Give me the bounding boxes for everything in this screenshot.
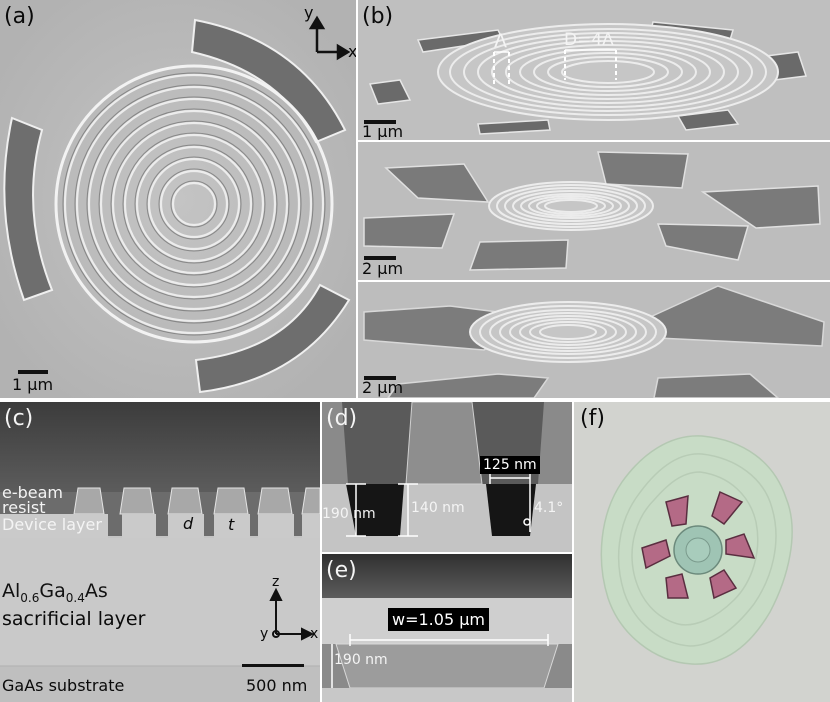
panel-d-sem-image (322, 402, 572, 552)
pads (641, 490, 756, 600)
panel-label: (b) (362, 4, 394, 29)
axis-label-y: y (260, 626, 269, 642)
panel-b-top-sem-image (358, 0, 830, 140)
panel-c: (c) e-beam resist Device layer d t Al0.6… (0, 402, 320, 702)
formula-sub1: 0.6 (20, 590, 40, 605)
panel-f: (f) (574, 402, 830, 702)
scale-bar-label: 1 μm (362, 122, 404, 140)
scale-bar-label: 2 μm (362, 378, 404, 397)
period-label: Λ (494, 30, 507, 52)
scale-bar-label: 500 nm (246, 676, 308, 695)
device-layer-label: Device layer (2, 515, 102, 534)
panel-c-sem-image (0, 402, 320, 702)
panel-label: (a) (4, 4, 35, 29)
t-symbol: t (228, 515, 235, 534)
panel-e: (e) w=1.05 μm 190 nm (322, 554, 572, 702)
axis-arrows (308, 15, 351, 61)
scale-bar (18, 370, 48, 374)
panel-f-optical-image (574, 402, 830, 702)
sacrificial-layer-formula: Al0.6Ga0.4As (2, 580, 108, 605)
diameter-label: D=4Λ (564, 30, 614, 50)
resist-depth-label: 140 nm (411, 500, 465, 516)
circular-grating (54, 64, 334, 344)
axis-label-y: y (304, 3, 314, 22)
panel-b-bottom-sem-image (358, 282, 830, 398)
trench-width-label: 125 nm (480, 456, 540, 474)
formula-ga: Ga (39, 580, 66, 602)
panel-b-top: (b) Λ D=4Λ 1 μm (358, 0, 830, 140)
trench-depth-label: 190 nm (322, 506, 376, 522)
sidewall-angle-label: 4.1° (534, 500, 564, 516)
panel-label: (d) (326, 406, 358, 431)
panel-b-bottom: 2 μm (358, 282, 830, 398)
scale-bar-label: 1 μm (12, 375, 54, 394)
axis-label-x: x (310, 626, 319, 642)
panel-a: (a) y x 1 μm (0, 0, 356, 398)
formula-al: Al (2, 580, 21, 602)
resist-label-line2: resist (2, 498, 46, 517)
d-symbol: d (183, 514, 194, 533)
panel-b-middle: 2 μm (358, 142, 830, 280)
panel-d: (d) 125 nm 190 nm 140 nm 4.1° (322, 402, 572, 552)
arc-trench (194, 283, 351, 394)
panel-b-middle-sem-image (358, 142, 830, 280)
strip-width-label: w=1.05 μm (388, 608, 489, 631)
axis-label-x: x (348, 42, 356, 61)
panel-label: (c) (4, 406, 34, 431)
panel-label: (f) (580, 406, 605, 431)
sacrificial-layer-label: sacrificial layer (2, 608, 146, 630)
formula-as: As (84, 580, 108, 602)
axis-arrows (269, 587, 315, 641)
arc-trench (190, 18, 347, 144)
resist-label-line1: e-beam (2, 483, 64, 502)
arc-trench (3, 116, 54, 302)
scale-bar-label: 2 μm (362, 259, 404, 278)
substrate-label: GaAs substrate (2, 676, 125, 695)
panel-label: (e) (326, 558, 357, 583)
axis-label-z: z (272, 574, 280, 590)
formula-sub2: 0.4 (65, 590, 85, 605)
panel-a-sem-image (0, 0, 356, 398)
strip-depth-label: 190 nm (334, 652, 388, 668)
